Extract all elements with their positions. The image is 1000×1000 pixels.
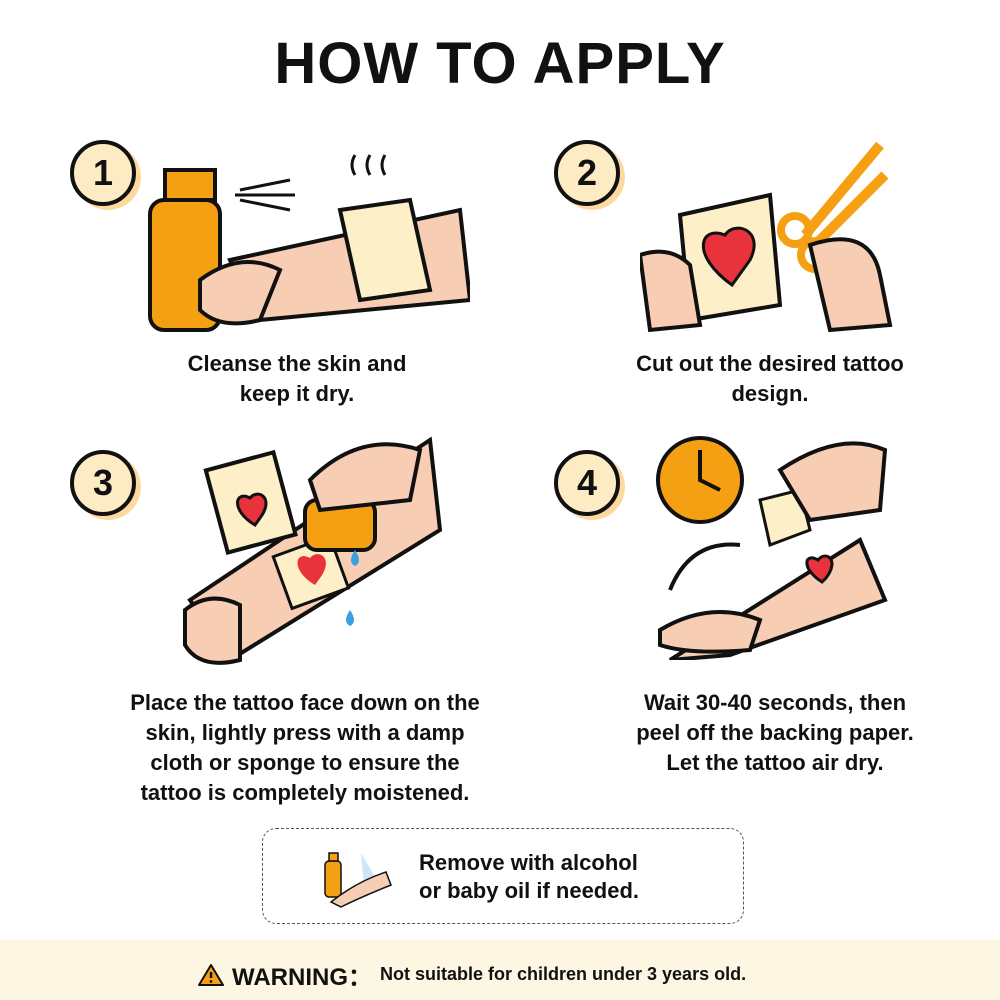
removal-note-text: Remove with alcohol or baby oil if neede… <box>419 850 640 903</box>
step-4-caption: Wait 30-40 seconds, then peel off the ba… <box>636 690 914 775</box>
step-1-number: 1 <box>70 140 136 206</box>
warning-triangle-icon <box>198 963 224 986</box>
step-1-caption: Cleanse the skin and keep it dry. <box>187 351 407 406</box>
alcohol-removal-icon <box>324 852 392 908</box>
cleanse-skin-illustration <box>148 154 470 332</box>
removal-note-box: Remove with alcohol or baby oil if neede… <box>262 828 744 924</box>
step-4-number: 4 <box>554 450 620 516</box>
press-tattoo-illustration <box>183 436 443 665</box>
cut-design-illustration <box>640 141 893 333</box>
warning-text: Not suitable for children under 3 years … <box>380 964 747 984</box>
step-2-number: 2 <box>554 140 620 206</box>
peel-paper-illustration <box>656 436 888 660</box>
warning-label: WARNING： <box>232 964 372 991</box>
step-3-caption: Place the tattoo face down on the skin, … <box>130 690 480 805</box>
step-3-number: 3 <box>70 450 136 516</box>
page-title: HOW TO APPLY <box>274 31 726 96</box>
step-2-caption: Cut out the desired tattoo design. <box>636 351 904 406</box>
warning-banner: WARNING： Not suitable for children under… <box>0 940 1000 1000</box>
